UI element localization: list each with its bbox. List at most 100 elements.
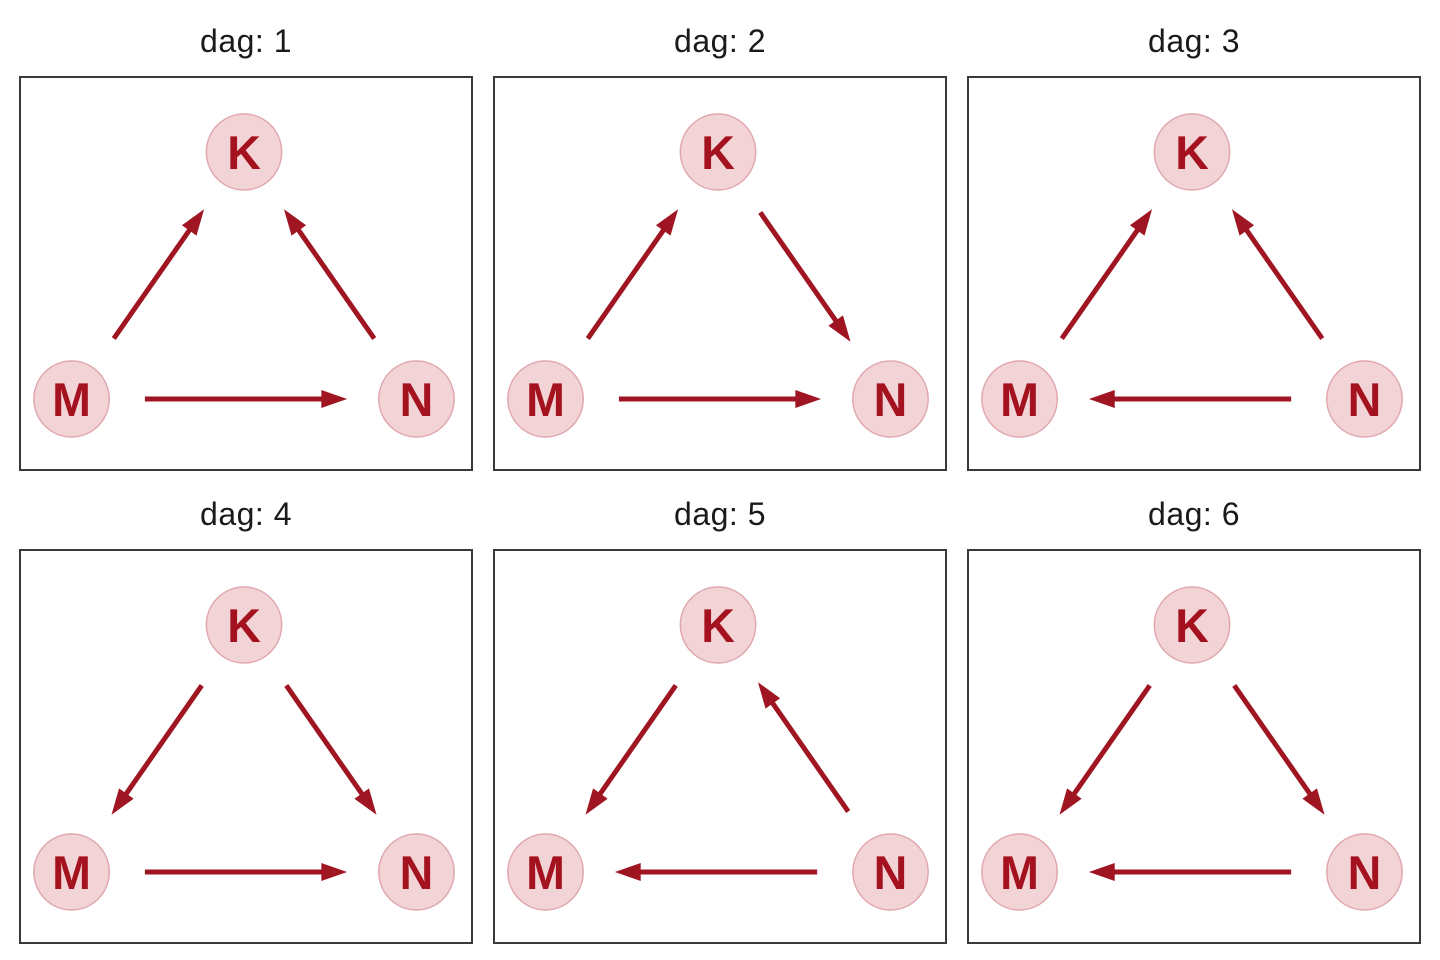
arrowhead-icon: [321, 863, 348, 881]
edge-line: [111, 227, 193, 340]
node-label: N: [1348, 374, 1382, 426]
node-K: K: [1153, 586, 1231, 664]
node-circle: [1326, 833, 1403, 911]
node-label: M: [1000, 374, 1039, 426]
arrowhead-icon: [585, 788, 608, 815]
edge-line: [1243, 227, 1325, 340]
node-label: M: [526, 847, 565, 899]
edge-line: [1232, 684, 1313, 797]
dag-panel-3: dag: 3 K M N: [967, 22, 1421, 471]
node-N: N: [852, 360, 929, 438]
dag-panel-1: dag: 1 K M N: [19, 22, 473, 471]
node-label: K: [701, 600, 735, 652]
edge-M-to-K: [1059, 209, 1153, 340]
panel-frame: K M N: [19, 76, 473, 471]
node-N: N: [378, 833, 455, 911]
arrowhead-icon: [828, 315, 851, 342]
node-K: K: [205, 113, 283, 191]
node-label: N: [874, 847, 908, 899]
edge-M-to-N: [144, 390, 348, 408]
panel-frame: K M N: [493, 549, 947, 944]
node-M: M: [507, 833, 584, 911]
edge-M-to-N: [144, 863, 348, 881]
arrowhead-icon: [283, 209, 307, 236]
node-label: M: [52, 374, 91, 426]
arrowhead-icon: [1302, 788, 1325, 815]
dag-graph: K M N: [507, 586, 929, 911]
dag-graph: K M N: [981, 113, 1403, 438]
arrowhead-icon: [795, 390, 822, 408]
arrowhead-icon: [181, 209, 205, 236]
node-N: N: [1326, 833, 1403, 911]
panel-title: dag: 2: [674, 23, 766, 59]
panel-title: dag: 1: [200, 23, 292, 59]
arrowhead-icon: [614, 863, 641, 881]
node-label: N: [874, 374, 908, 426]
node-circle: [679, 113, 757, 191]
edge-K-to-M: [111, 684, 204, 815]
panel-frame: K M N: [967, 76, 1421, 471]
panel-frame: K M N: [19, 549, 473, 944]
node-circle: [33, 360, 110, 438]
node-circle: [507, 833, 584, 911]
arrowhead-icon: [111, 788, 134, 815]
node-label: K: [1175, 600, 1209, 652]
node-circle: [33, 833, 110, 911]
node-circle: [205, 586, 283, 664]
panel-title: dag: 5: [674, 496, 766, 532]
node-label: N: [400, 374, 434, 426]
arrowhead-icon: [1231, 209, 1255, 236]
arrowhead-icon: [1088, 863, 1115, 881]
edge-line: [585, 227, 667, 340]
node-N: N: [852, 833, 929, 911]
node-circle: [378, 360, 455, 438]
node-N: N: [378, 360, 455, 438]
node-M: M: [981, 360, 1058, 438]
panel-frame: K M N: [967, 549, 1421, 944]
node-K: K: [1153, 113, 1231, 191]
node-K: K: [679, 113, 757, 191]
node-N: N: [1326, 360, 1403, 438]
edge-N-to-K: [1231, 209, 1325, 340]
edge-line: [1071, 684, 1152, 797]
arrowhead-icon: [757, 682, 781, 709]
panel-title: dag: 3: [1148, 23, 1240, 59]
node-label: N: [400, 847, 434, 899]
edge-line: [1059, 227, 1141, 340]
node-circle: [1153, 586, 1231, 664]
node-label: M: [52, 847, 91, 899]
edge-line: [597, 684, 678, 797]
node-label: K: [227, 127, 261, 179]
node-circle: [981, 833, 1058, 911]
node-circle: [205, 113, 283, 191]
node-circle: [1153, 113, 1231, 191]
edge-K-to-N: [284, 684, 377, 815]
node-circle: [852, 360, 929, 438]
node-K: K: [679, 586, 757, 664]
edge-K-to-N: [1232, 684, 1325, 815]
edge-N-to-K: [757, 682, 851, 813]
dag-graph: K M N: [33, 113, 455, 438]
node-circle: [981, 360, 1058, 438]
node-label: K: [1175, 127, 1209, 179]
edge-M-to-K: [585, 209, 679, 340]
node-circle: [507, 360, 584, 438]
node-label: K: [701, 127, 735, 179]
edge-M-to-N: [618, 390, 822, 408]
arrowhead-icon: [1088, 390, 1115, 408]
node-label: K: [227, 600, 261, 652]
edge-N-to-M: [614, 863, 818, 881]
edge-line: [295, 227, 377, 340]
edge-line: [769, 700, 851, 813]
node-circle: [679, 586, 757, 664]
node-label: M: [1000, 847, 1039, 899]
node-M: M: [33, 833, 110, 911]
node-M: M: [981, 833, 1058, 911]
node-K: K: [205, 586, 283, 664]
node-circle: [1326, 360, 1403, 438]
